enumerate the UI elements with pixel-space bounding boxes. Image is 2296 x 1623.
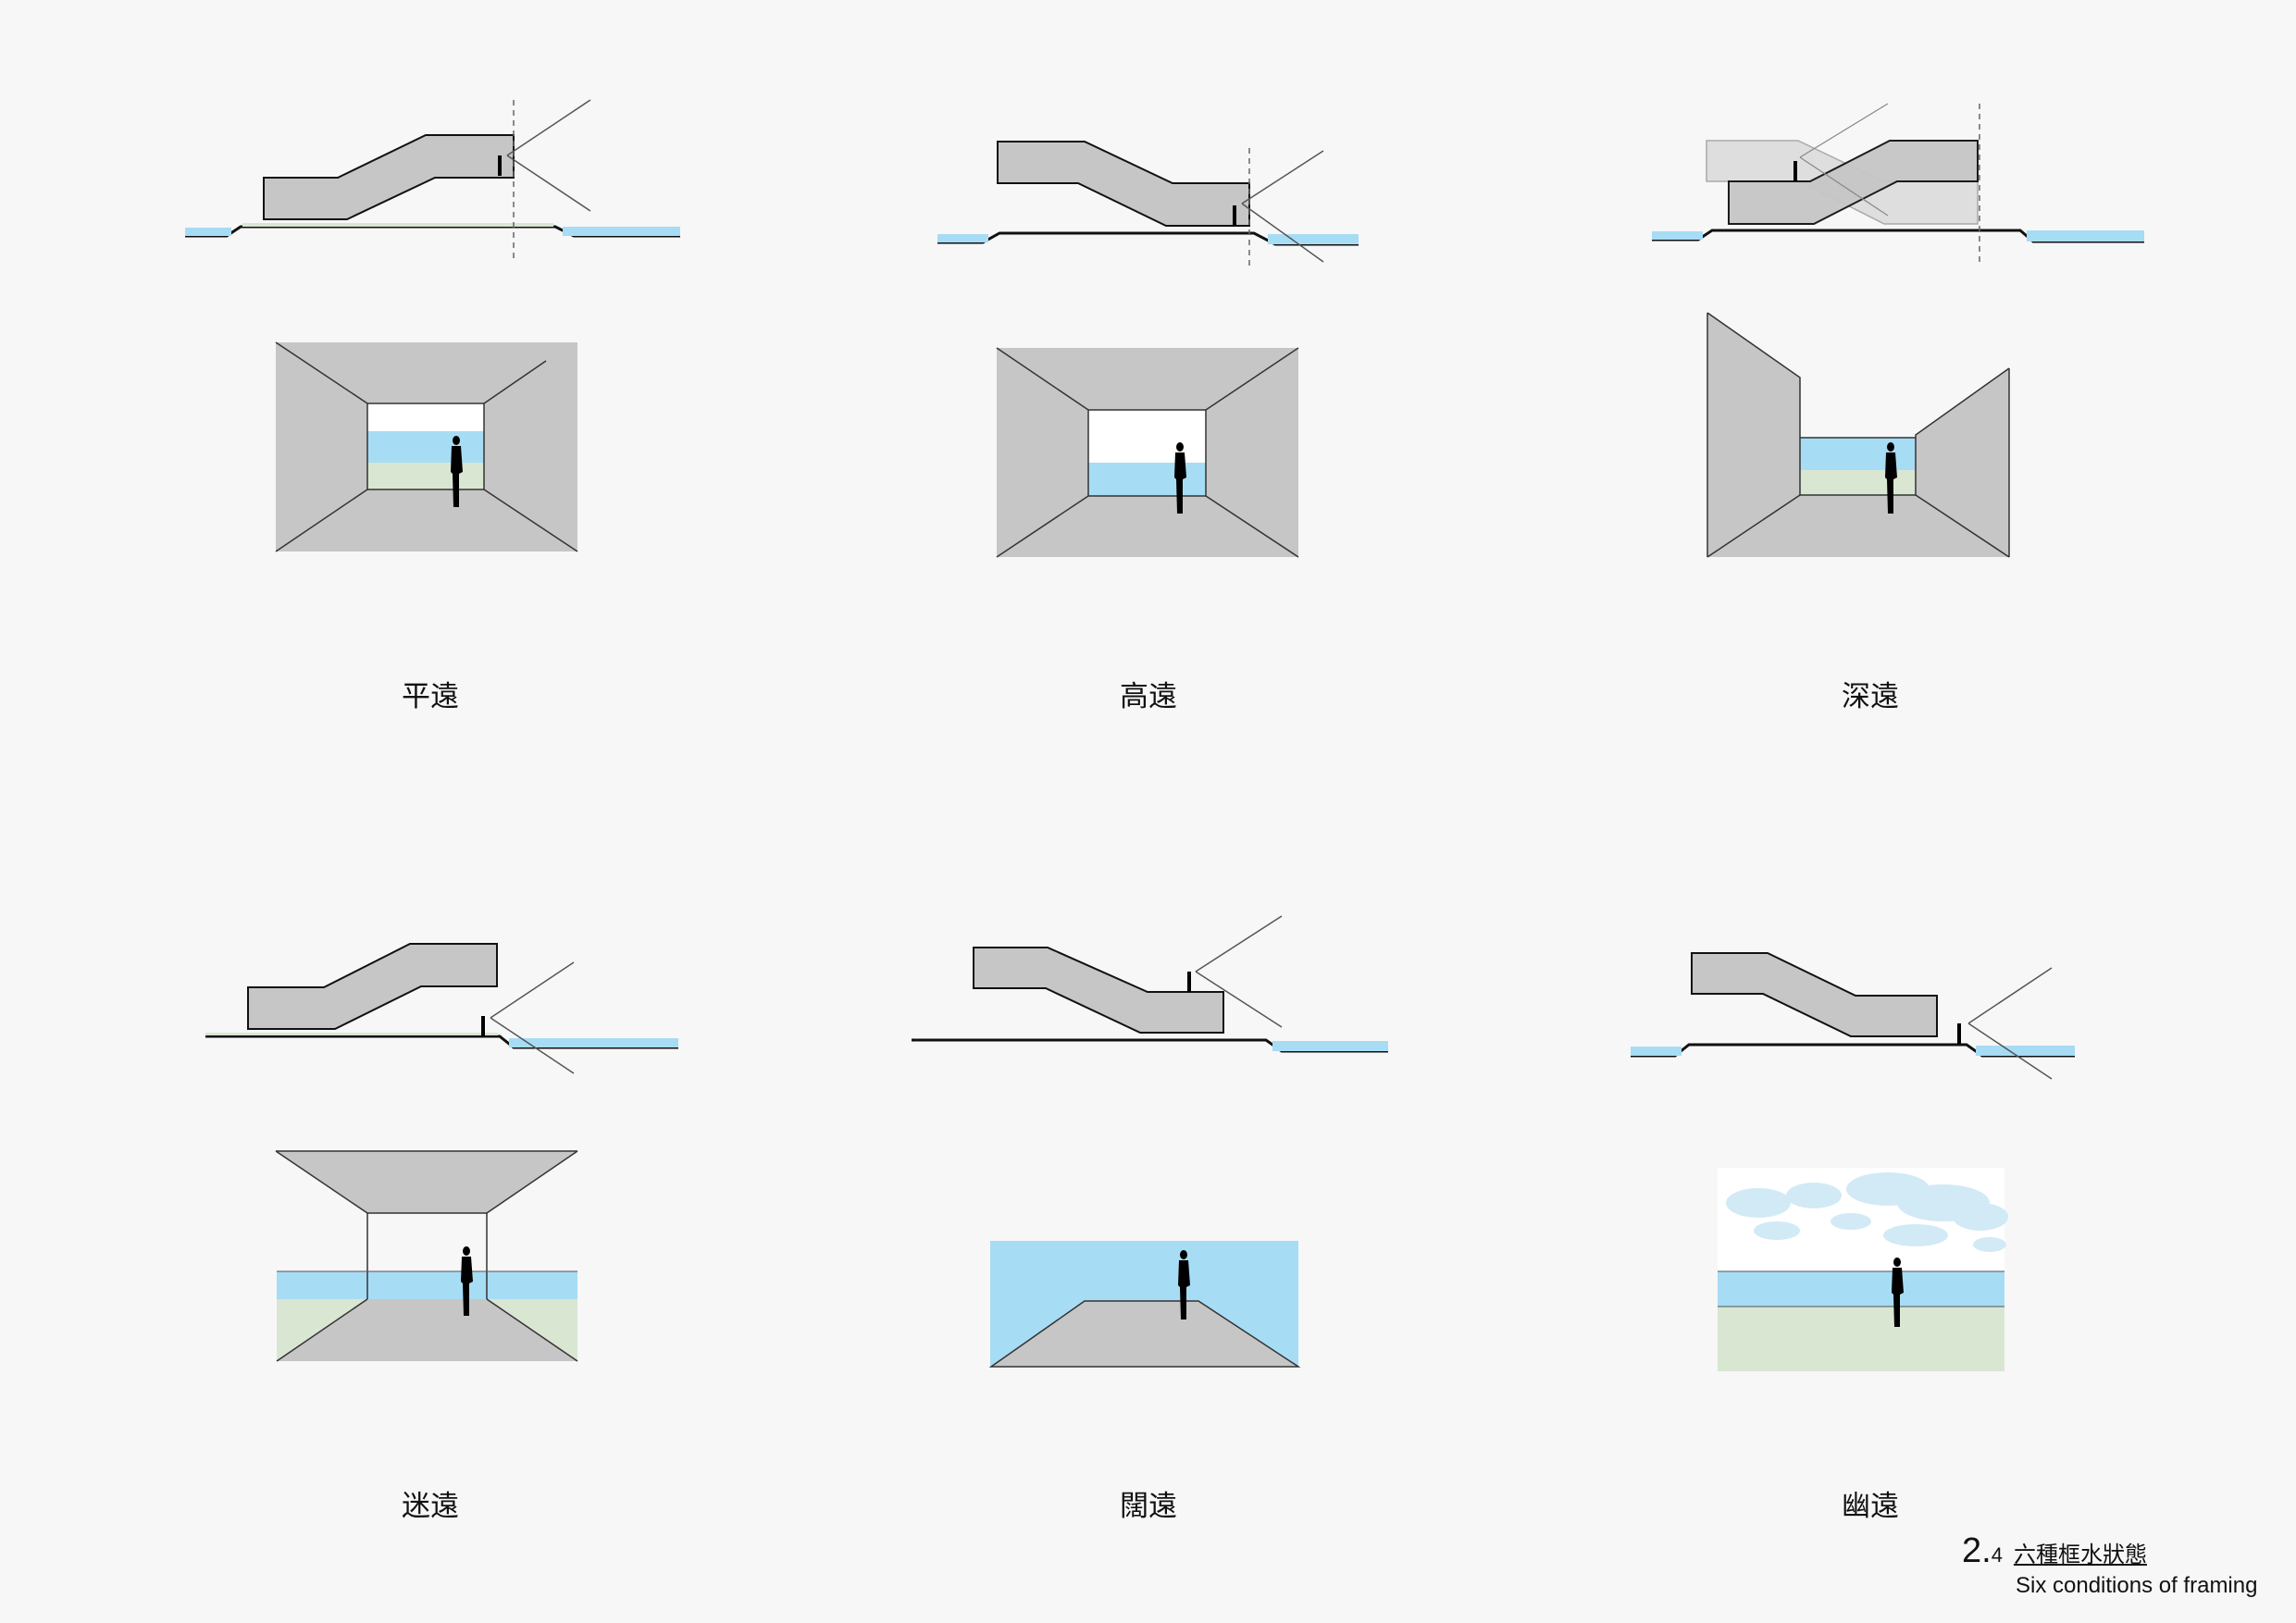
person-silhouette-icon [451,436,463,507]
caption-shen: 深遠 [1842,680,1899,713]
caption-kuo: 闊遠 [1120,1490,1177,1523]
panel-mi-view [275,1150,578,1362]
panel-shen-view [1706,312,2010,558]
panel-kuo-section [912,915,1388,1053]
person-silhouette-icon [461,1246,473,1316]
person-silhouette-icon [1178,1250,1190,1319]
panel-you-view [1718,1168,2008,1371]
section-heading: 2.4 六種框水狀態 Six conditions of framing [1962,1531,2257,1599]
panel-mi-section [205,943,678,1074]
person-silhouette-icon [1885,442,1897,514]
panel-ping-view [275,341,578,552]
panel-you-section [1631,952,2075,1080]
panel-kuo-view [988,1241,1301,1368]
caption-ping: 平遠 [402,680,459,713]
section-title-zh: 六種框水狀態 [2013,1542,2147,1567]
caption-gao: 高遠 [1120,680,1177,713]
section-number: 2. [1962,1531,1992,1570]
cloud-sky [1726,1172,2008,1252]
caption-you: 幽遠 [1842,1490,1899,1523]
section-title-en: Six conditions of framing [2016,1573,2258,1598]
panel-gao-view [996,347,1299,558]
panel-shen-section [1652,103,2144,264]
panel-gao-section [937,141,1359,268]
section-subnumber: 4 [1991,1543,2003,1567]
caption-mi: 迷遠 [402,1490,459,1523]
person-silhouette-icon [1174,442,1186,514]
person-silhouette-icon [1892,1258,1904,1327]
panel-ping-section [185,99,680,259]
